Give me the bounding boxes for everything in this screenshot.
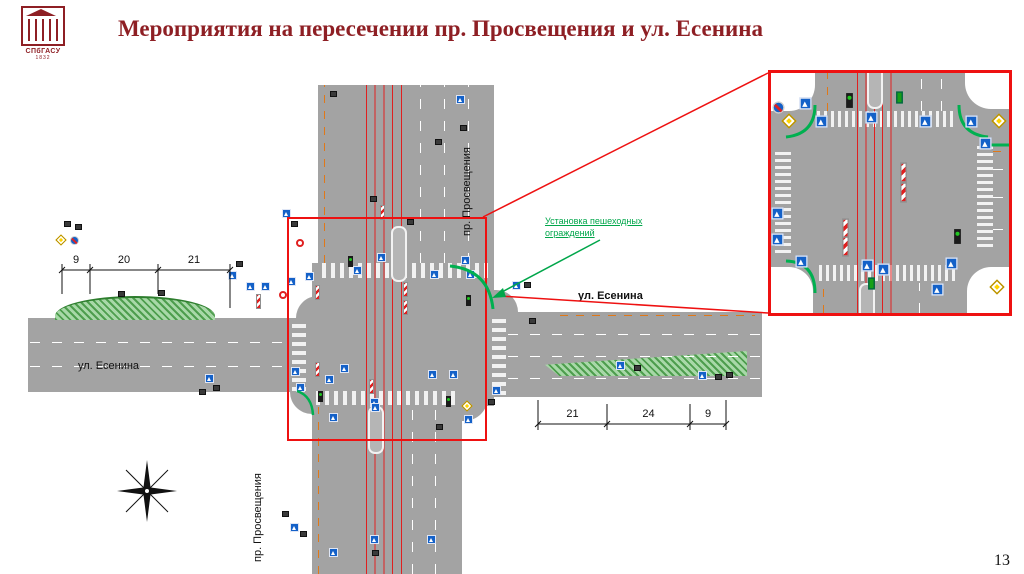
inset-fence-arcs bbox=[785, 104, 1009, 294]
street-label-avenue-bottom: пр. Просвещения bbox=[252, 473, 264, 562]
logo-year-text: 1832 bbox=[35, 55, 51, 61]
utility-line bbox=[318, 407, 319, 574]
inset-crosswalk-west bbox=[775, 149, 791, 253]
street-label-avenue-top: пр. Просвещения bbox=[461, 147, 473, 236]
dimension-label: 21 bbox=[566, 408, 579, 420]
green-verge-left bbox=[55, 296, 215, 320]
info-plate-icon bbox=[64, 221, 71, 227]
priority-road-sign-icon bbox=[55, 234, 67, 246]
corner-fillet bbox=[494, 290, 518, 312]
zoom-highlight-rect bbox=[287, 217, 487, 441]
inset-utility-line bbox=[827, 73, 828, 111]
info-plate-icon bbox=[236, 261, 243, 267]
corner-fillet bbox=[296, 296, 318, 318]
inset-lane-marking bbox=[993, 197, 1009, 198]
lane-marking bbox=[468, 85, 469, 263]
zoom-inset bbox=[768, 70, 1012, 316]
lane-marking bbox=[444, 85, 445, 263]
utility-line bbox=[324, 85, 325, 263]
street-label-left: ул. Есенина bbox=[78, 360, 140, 372]
inset-lane-marking bbox=[993, 169, 1009, 170]
lane-marking bbox=[30, 366, 288, 367]
inset-median-island bbox=[867, 73, 883, 109]
annotation-pedestrian-fencing: Установка пешеходных ограждений bbox=[545, 216, 643, 238]
prohibition-sign-icon bbox=[279, 291, 287, 299]
pedestrian-crossing-sign-icon bbox=[246, 282, 255, 291]
street-label-right: ул. Есенина bbox=[578, 290, 643, 302]
dimension-label: 24 bbox=[642, 408, 655, 420]
median-island bbox=[391, 226, 407, 282]
info-plate-icon bbox=[300, 531, 307, 537]
lane-marking bbox=[508, 334, 760, 335]
logo-org-text: СПбГАСУ bbox=[25, 48, 61, 55]
pedestrian-crossing-sign-icon bbox=[290, 523, 299, 532]
info-plate-icon bbox=[158, 290, 165, 296]
lane-marking bbox=[508, 356, 760, 357]
red-axis-lines bbox=[366, 85, 402, 574]
pedestrian-crossing-sign-icon bbox=[228, 271, 237, 280]
inset-lane-marking bbox=[919, 283, 920, 313]
dimension-label: 9 bbox=[704, 408, 712, 420]
crosswalk-east bbox=[492, 314, 506, 395]
lane-marking bbox=[508, 378, 760, 379]
hatched-marker-post-icon bbox=[256, 294, 261, 309]
info-plate-icon bbox=[524, 282, 531, 288]
dimension-label: 20 bbox=[117, 254, 131, 266]
inset-utility-line bbox=[823, 281, 824, 313]
inset-corner-patch bbox=[771, 267, 813, 313]
dimension-label: 9 bbox=[72, 254, 80, 266]
lane-marking bbox=[30, 342, 288, 343]
compass-rose-icon bbox=[117, 460, 177, 522]
inset-median-island bbox=[859, 283, 875, 313]
pedestrian-crossing-sign-icon bbox=[261, 282, 270, 291]
university-logo: СПбГАСУ 1832 bbox=[10, 6, 76, 68]
slide-title: Мероприятия на пересечении пр. Просвещен… bbox=[118, 16, 763, 41]
columns-shape bbox=[28, 19, 58, 41]
utility-line bbox=[560, 315, 755, 316]
page-number: 13 bbox=[994, 552, 1010, 569]
zoom-callout-lines bbox=[482, 72, 769, 314]
inset-utility-line bbox=[993, 151, 1009, 152]
inset-lane-marking bbox=[921, 73, 922, 111]
inset-crosswalk-east bbox=[977, 143, 993, 247]
pediment-shape bbox=[26, 9, 56, 16]
lane-marking bbox=[435, 407, 436, 574]
no-stopping-sign-icon bbox=[70, 236, 79, 245]
road-horizontal-left bbox=[28, 318, 316, 392]
dimension-label: 21 bbox=[187, 254, 201, 266]
info-plate-icon bbox=[282, 511, 289, 517]
pedestrian-crossing-sign-icon bbox=[512, 281, 521, 290]
inset-lane-marking bbox=[941, 73, 942, 111]
lane-marking bbox=[420, 85, 421, 263]
inset-lane-marking bbox=[993, 229, 1009, 230]
info-plate-icon bbox=[75, 224, 82, 230]
crosswalk-north bbox=[322, 263, 492, 278]
lane-marking bbox=[412, 407, 413, 574]
building-emblem-icon bbox=[21, 6, 65, 46]
